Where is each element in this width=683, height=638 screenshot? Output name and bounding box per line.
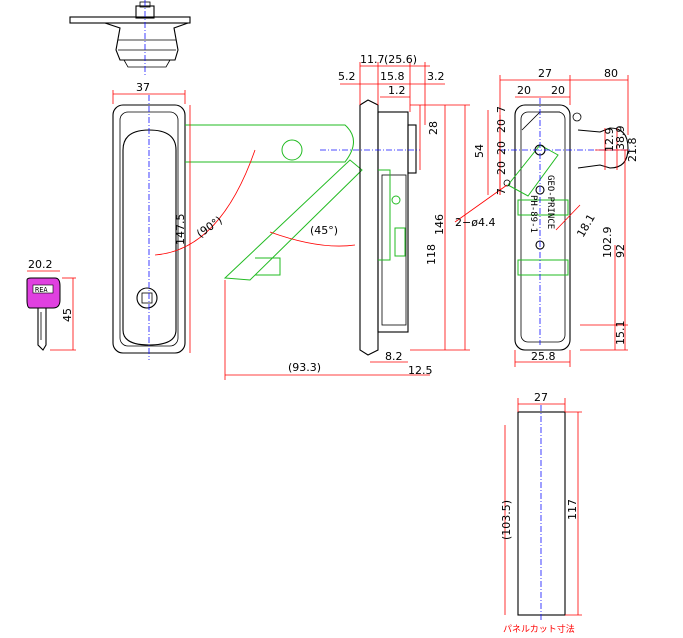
dim-1-2: 1.2 xyxy=(388,84,406,97)
dim-37: 37 xyxy=(136,81,150,94)
dim-28: 28 xyxy=(427,121,440,135)
dim-15-1: 15.1 xyxy=(614,321,627,346)
dim-20-d: 20 xyxy=(495,161,508,175)
dim-21-8: 21.8 xyxy=(626,138,639,163)
dim-102-9: 102.9 xyxy=(601,227,614,259)
dim-54: 54 xyxy=(473,144,486,158)
dim-147-5: 147.5 xyxy=(174,214,187,246)
dim-20-e: 20 xyxy=(495,141,508,155)
dim-3-2: 3.2 xyxy=(427,70,445,83)
dim-5-2: 5.2 xyxy=(338,70,356,83)
dim-20-b: 20 xyxy=(551,84,565,97)
front-view xyxy=(112,95,186,360)
panel-cutout-label: パネルカット寸法 xyxy=(503,623,575,635)
dim-45: 45 xyxy=(61,308,74,322)
rear-view: GEO-PRINCE PH-89-1 xyxy=(500,98,630,351)
key-tag-text: REA xyxy=(35,286,48,294)
dim-146: 146 xyxy=(433,214,446,235)
dim-12-9: 12.9 xyxy=(603,128,616,153)
dim-15-8: 15.8 xyxy=(380,70,405,83)
dim-25-6: (25.6) xyxy=(384,53,417,66)
dimension-texts: 37 147.5 (90°) (45°) 20.2 45 11.7 (25.6)… xyxy=(28,53,639,635)
dim-38-9: 38.9 xyxy=(614,126,627,151)
dim-angle-45: (45°) xyxy=(310,224,338,237)
dim-12-5: 12.5 xyxy=(408,364,433,377)
dim-103-5: (103.5) xyxy=(500,500,513,540)
dimension-lines xyxy=(27,62,629,616)
dim-20-c: 20 xyxy=(495,119,508,133)
dim-117: 117 xyxy=(566,499,579,520)
key-drawing: REA xyxy=(26,277,61,351)
model-number-text: PH-89-1 xyxy=(528,195,538,233)
dim-25-8: 25.8 xyxy=(531,350,556,363)
dim-80: 80 xyxy=(604,67,618,80)
dim-18-1: 18.1 xyxy=(574,212,598,240)
dim-7-b: 7 xyxy=(495,188,508,195)
dim-27-rear: 27 xyxy=(538,67,552,80)
dim-92: 92 xyxy=(614,244,627,258)
dim-7-a: 7 xyxy=(495,106,508,113)
top-view xyxy=(69,0,191,75)
side-view xyxy=(185,99,420,356)
panel-cutout-view xyxy=(517,405,566,622)
dim-27-cutout: 27 xyxy=(534,391,548,404)
dim-20-2: 20.2 xyxy=(28,258,53,271)
geo-prince-text: GEO-PRINCE xyxy=(545,175,555,229)
dim-11-7: 11.7 xyxy=(360,53,385,66)
dim-93-3: (93.3) xyxy=(288,361,321,374)
dim-2-phi-4-4: 2−ø4.4 xyxy=(455,216,495,229)
dim-8-2: 8.2 xyxy=(385,350,403,363)
dim-118: 118 xyxy=(425,244,438,265)
dim-20-a: 20 xyxy=(517,84,531,97)
